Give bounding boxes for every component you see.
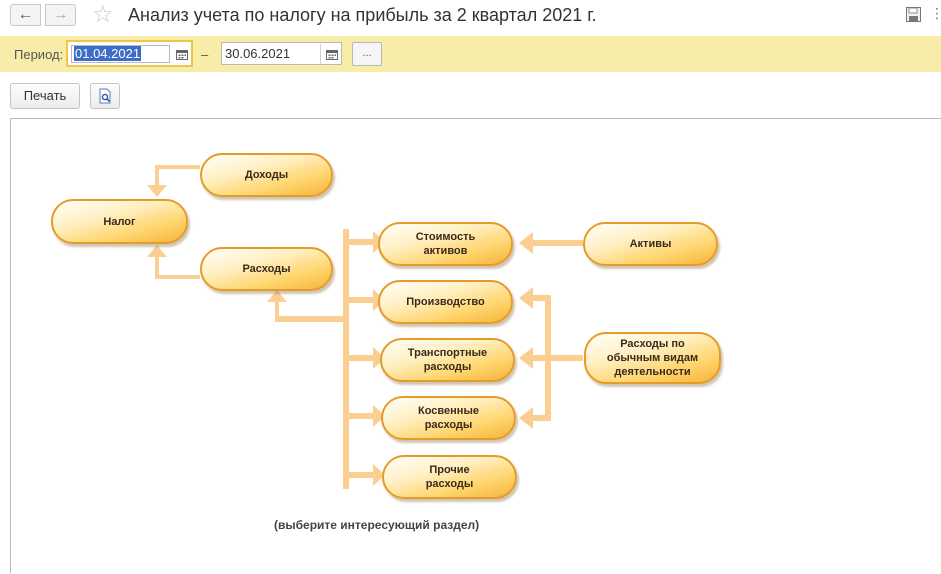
calendar-icon: [325, 49, 338, 60]
period-start-input[interactable]: 01.04.2021: [71, 45, 170, 63]
node-aktivy[interactable]: Активы: [583, 222, 718, 266]
connector-bus-transport: [349, 347, 385, 369]
more-vertical-icon[interactable]: ⋮: [930, 5, 941, 21]
calendar-end-button[interactable]: [320, 44, 342, 64]
node-proizvodstvo[interactable]: Производство: [378, 280, 513, 324]
arrow-right-icon: →: [52, 6, 69, 23]
connector-bus-rashody: [267, 290, 347, 322]
page-title: Анализ учета по налогу на прибыль за 2 к…: [128, 5, 597, 25]
period-bar: Период: 01.04.2021 – 30.06.2021 ...: [0, 36, 941, 72]
node-rashody[interactable]: Расходы: [200, 247, 333, 291]
node-rashody-label: Расходы: [242, 263, 291, 275]
connector-bus-kosvennye: [349, 405, 385, 427]
node-aktivy-label: Активы: [629, 238, 672, 250]
connector-obychnye-stub: [551, 355, 583, 361]
period-start-field[interactable]: 01.04.2021: [66, 40, 193, 67]
connector-dohody-nalog: [147, 165, 200, 197]
connector-vertical-bus: [343, 229, 349, 489]
print-preview-button[interactable]: [90, 83, 120, 109]
period-end-field[interactable]: 30.06.2021: [221, 42, 342, 65]
connector-rashody-nalog: [147, 245, 200, 279]
print-button[interactable]: Печать: [10, 83, 80, 109]
connector-obychnye-proizvodstvo: [519, 287, 545, 309]
node-proizvodstvo-label: Производство: [406, 296, 485, 308]
calendar-start-button[interactable]: [171, 44, 193, 64]
print-preview-icon: [99, 88, 111, 104]
star-icon[interactable]: ☆: [92, 1, 114, 28]
node-dohody-label: Доходы: [244, 169, 289, 181]
arrow-left-icon: ←: [17, 6, 34, 23]
connector-aktivy-stoimost: [519, 232, 583, 254]
back-button[interactable]: ←: [10, 4, 41, 26]
save-icon[interactable]: [906, 7, 921, 22]
node-dohody[interactable]: Доходы: [200, 153, 333, 197]
node-nalog[interactable]: Налог: [51, 199, 188, 244]
period-label: Период:: [14, 47, 64, 62]
node-nalog-label: Налог: [103, 215, 136, 228]
period-separator: –: [201, 47, 209, 62]
period-start-value: 01.04.2021: [74, 46, 142, 61]
forward-button[interactable]: →: [45, 4, 76, 26]
connector-obychnye-kosvennye: [519, 407, 551, 429]
connector-right-bus: [545, 295, 551, 421]
diagram-connectors: [147, 165, 583, 489]
connector-bus-proizvodstvo: [349, 289, 385, 311]
connector-bus-stoimost: [349, 231, 385, 253]
period-end-input[interactable]: 30.06.2021: [225, 46, 291, 61]
diagram-hint: (выберите интересующий раздел): [274, 518, 480, 532]
title-bar: ← → ☆ Анализ учета по налогу на прибыль …: [0, 0, 941, 34]
connector-obychnye-transport: [519, 347, 545, 369]
calendar-icon: [176, 49, 188, 60]
period-select-button[interactable]: ...: [352, 42, 382, 66]
connector-bus-prochie: [349, 464, 385, 486]
